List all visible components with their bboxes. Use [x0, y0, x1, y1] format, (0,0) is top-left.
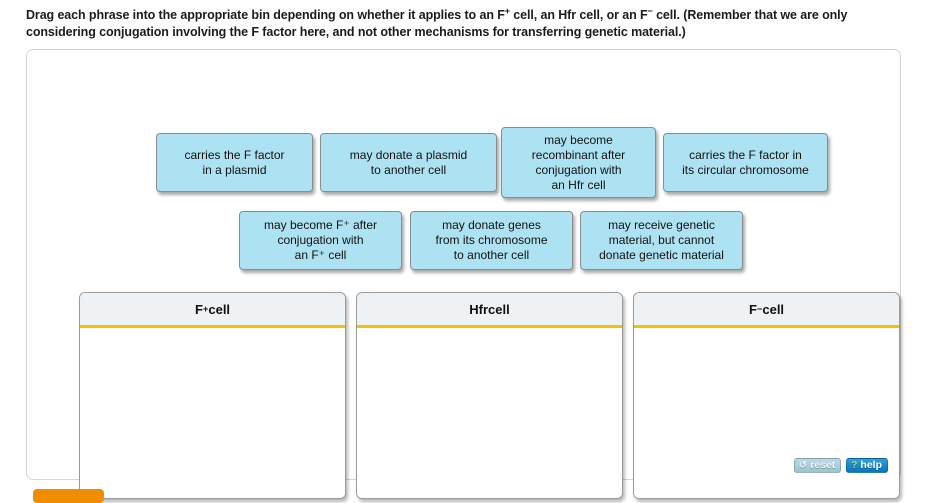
refresh-icon: ↺: [798, 459, 808, 471]
drop-bin-f-minus[interactable]: F− cell: [633, 292, 900, 499]
drop-bin-label-tail: cell: [488, 301, 510, 317]
help-button-label: help: [860, 459, 882, 472]
instruction-segment-3: cell. (Remember that we are only conside…: [26, 8, 848, 39]
help-button[interactable]: ?help: [846, 458, 888, 473]
submit-button[interactable]: [33, 489, 104, 503]
question-mark-icon: ?: [851, 459, 858, 471]
drop-bin-header: Hfr cell: [357, 293, 622, 328]
instruction-segment-1: Drag each phrase into the appropriate bi…: [26, 8, 505, 22]
drop-bin-f-plus[interactable]: F+ cell: [79, 292, 346, 499]
drop-bin-label-tail: cell: [762, 301, 785, 317]
drop-bin-header: F+ cell: [80, 293, 345, 328]
drop-bin-label-tail: cell: [208, 301, 231, 317]
drop-bin-label-base: F: [748, 301, 757, 317]
instruction-segment-2: cell, an Hfr cell, or an F: [509, 8, 648, 22]
footer-button-group: ↺reset ?help: [793, 458, 888, 473]
drop-bin-body[interactable]: [357, 328, 622, 498]
drop-bin-label-base: F: [194, 301, 203, 317]
drop-bin-body[interactable]: [80, 328, 345, 498]
instruction-superscript-minus: −: [647, 5, 653, 16]
drop-bin-hfr[interactable]: Hfr cell: [356, 292, 623, 499]
reset-button-label: reset: [810, 459, 836, 472]
reset-button[interactable]: ↺reset: [793, 458, 842, 473]
drop-bin-header: F− cell: [634, 293, 899, 328]
drop-bin-label-base: Hfr: [469, 301, 489, 317]
instruction-text: Drag each phrase into the appropriate bi…: [26, 5, 904, 41]
instruction-superscript-plus: +: [504, 5, 510, 16]
